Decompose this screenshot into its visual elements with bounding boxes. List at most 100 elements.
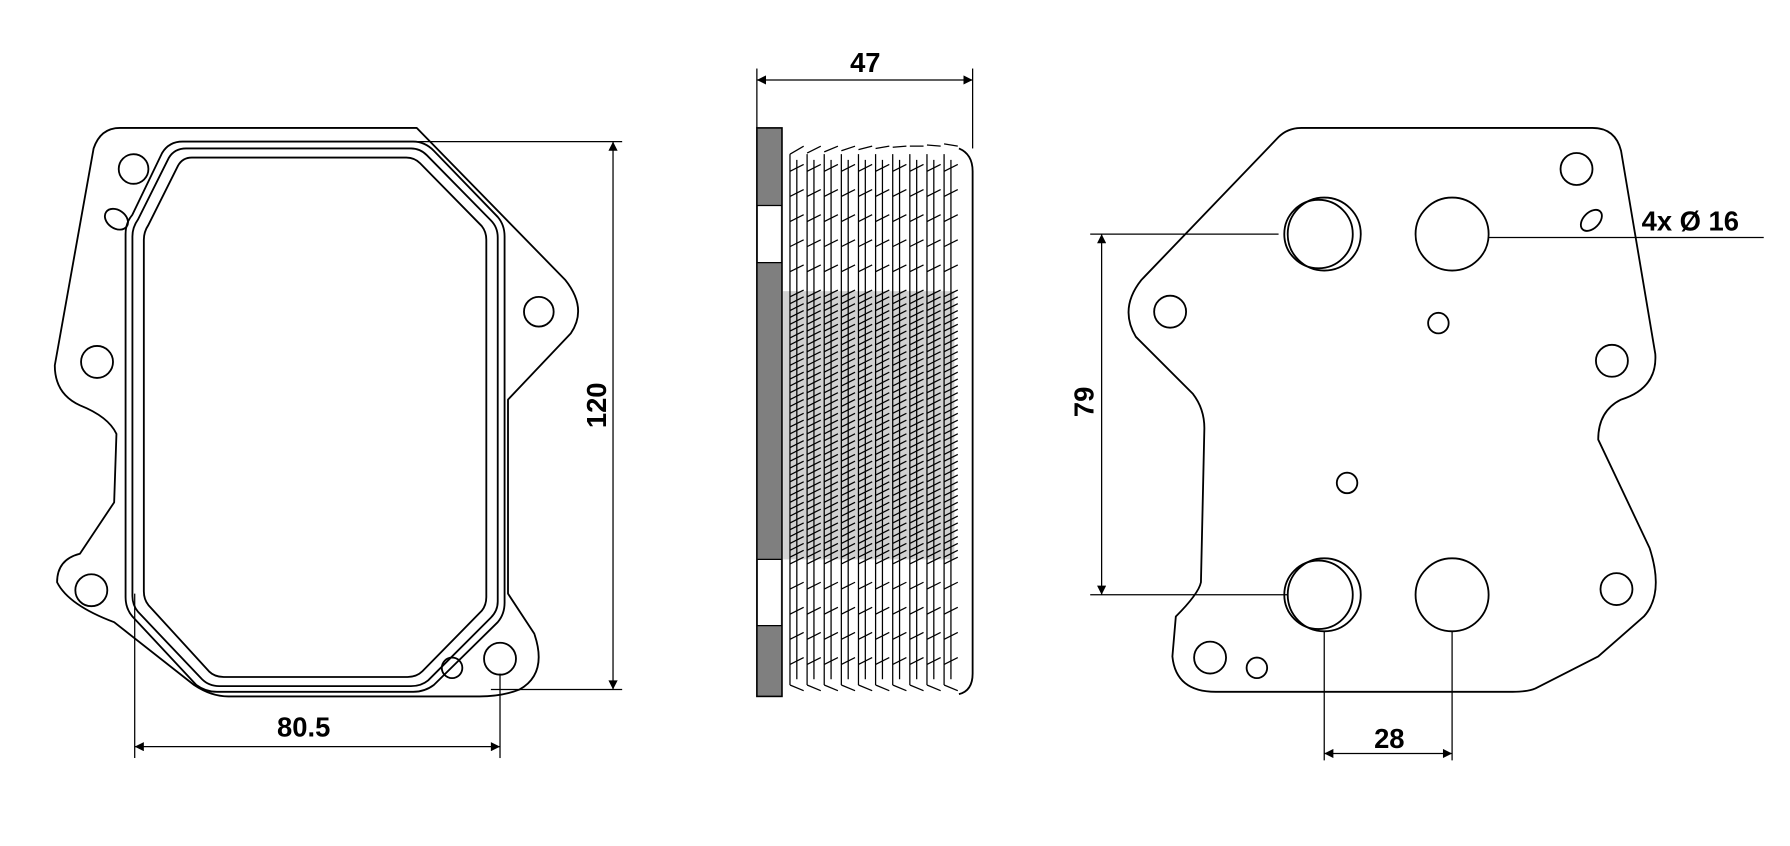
fin-hatch xyxy=(823,581,839,590)
fin-hatch xyxy=(875,542,890,551)
fin-hatch xyxy=(858,474,873,483)
fin-hatch xyxy=(823,488,839,497)
fin-hatch xyxy=(841,488,856,497)
fin-hatch xyxy=(943,239,959,248)
fin-hatch xyxy=(858,371,873,380)
fin-hatch xyxy=(823,440,839,449)
fin-hatch xyxy=(909,385,924,394)
fin-hatch xyxy=(806,316,822,325)
fin-hatch xyxy=(841,460,856,469)
fin-hatch xyxy=(806,453,822,462)
fin-hatch xyxy=(892,536,907,544)
fin-hatch xyxy=(926,581,941,590)
fin-hatch xyxy=(892,385,907,394)
fin-hatch xyxy=(926,323,941,332)
fin-hatch xyxy=(926,501,941,510)
fin-hatch xyxy=(875,515,890,524)
fin-hatch xyxy=(875,474,890,483)
fin-hatch xyxy=(789,549,804,558)
fin-hatch xyxy=(841,392,856,401)
fin-hatch xyxy=(858,399,873,408)
fin-hatch xyxy=(943,419,959,428)
fin-hatch xyxy=(926,631,941,640)
bolt-hole-icon xyxy=(117,153,150,185)
fin-hatch xyxy=(841,426,856,435)
fin-hatch xyxy=(858,657,873,666)
fin-hatch xyxy=(858,494,873,503)
fin-hatch xyxy=(926,529,941,538)
fin-hatch xyxy=(926,264,941,273)
front-view: 120 80.5 xyxy=(53,126,623,759)
fin-hatch xyxy=(892,460,907,469)
fin-hatch xyxy=(806,631,822,640)
fin-hatch xyxy=(892,303,907,312)
fin-hatch xyxy=(943,426,959,435)
fin-hatch xyxy=(841,303,856,312)
fin-hatch xyxy=(892,378,907,387)
fin-hatch xyxy=(841,188,856,197)
fin-hatch xyxy=(789,364,804,373)
fin-hatch xyxy=(806,289,822,298)
fin-hatch xyxy=(926,316,941,325)
fin-hatch xyxy=(789,508,804,517)
fin-hatch xyxy=(841,163,856,172)
fin-hatch xyxy=(892,330,907,339)
fin-hatch xyxy=(789,426,804,435)
fin-hatch xyxy=(823,364,839,373)
fin-hatch xyxy=(806,515,822,524)
fin-hatch xyxy=(926,467,941,476)
fin-hatch xyxy=(909,323,924,332)
fin-hatch xyxy=(841,481,856,490)
fin-hatch xyxy=(943,501,959,510)
fin-hatch xyxy=(943,522,959,531)
fin-hatch xyxy=(943,337,959,346)
fin-hatch xyxy=(823,392,839,401)
fin-hatch xyxy=(841,556,856,565)
fin-hatch xyxy=(823,536,839,544)
fin-hatch xyxy=(806,344,822,353)
fin-hatch xyxy=(943,556,959,565)
fin-hatch xyxy=(858,515,873,524)
fin-hatch xyxy=(892,474,907,483)
fin-hatch xyxy=(926,419,941,428)
fin-hatch xyxy=(875,214,890,223)
fin-hatch xyxy=(875,385,890,394)
fin-hatch xyxy=(806,494,822,503)
fin-hatch xyxy=(823,481,839,490)
fin-hatch xyxy=(909,542,924,551)
fin-hatch xyxy=(789,488,804,497)
fin-hatch xyxy=(926,606,941,615)
fin-hatch xyxy=(789,323,804,332)
fin-hatch xyxy=(926,542,941,551)
fin-hatch xyxy=(892,316,907,325)
fin-hatch xyxy=(909,467,924,476)
fin-hatch xyxy=(909,481,924,490)
fin-hatch xyxy=(943,412,959,421)
fin-hatch xyxy=(875,405,890,414)
fin-hatch xyxy=(806,542,822,551)
fin-hatch xyxy=(926,515,941,524)
fin-hatch xyxy=(789,657,804,666)
fin-hatch xyxy=(806,296,822,305)
fin-hatch xyxy=(875,188,890,197)
fin-hatch xyxy=(926,385,941,394)
fin-hatch xyxy=(858,303,873,312)
fin-hatch xyxy=(875,399,890,408)
fin-hatch xyxy=(875,460,890,469)
fin-hatch xyxy=(892,289,907,298)
fin-hatch xyxy=(841,494,856,503)
fin-hatch xyxy=(875,549,890,558)
fin-hatch xyxy=(926,508,941,517)
fin-hatch xyxy=(892,163,907,172)
fin-hatch xyxy=(858,433,873,442)
fin-hatch xyxy=(858,344,873,353)
fin-hatch xyxy=(823,515,839,524)
fin-hatch xyxy=(858,289,873,298)
fin-hatch xyxy=(841,529,856,538)
fin-hatch xyxy=(943,657,959,666)
fin-hatch xyxy=(943,303,959,312)
fin-hatch xyxy=(892,501,907,510)
fin-hatch xyxy=(943,385,959,394)
fin-hatch xyxy=(841,508,856,517)
fin-hatch xyxy=(789,481,804,490)
